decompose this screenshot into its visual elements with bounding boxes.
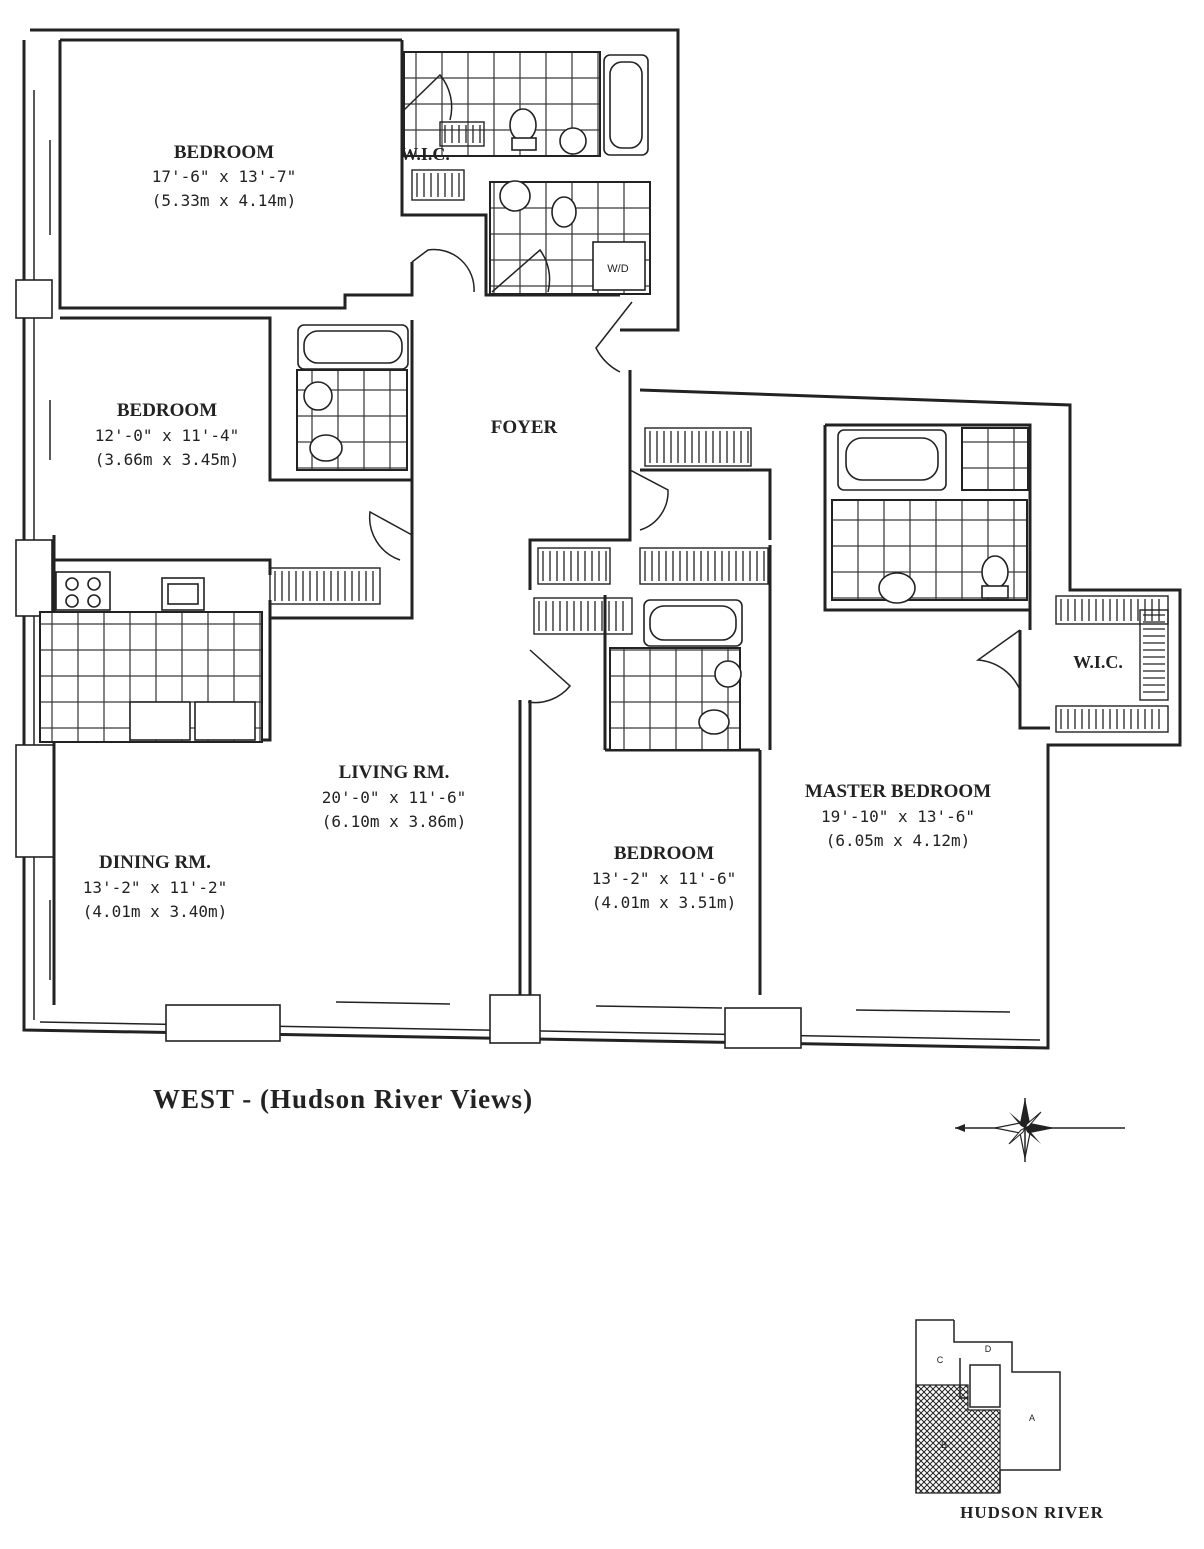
- room-bedroom-1: BEDROOM 17'-6" x 13'-7" (5.33m x 4.14m): [152, 142, 297, 210]
- room-living: LIVING RM. 20'-0" x 11'-6" (6.10m x 3.86…: [322, 762, 467, 831]
- room-dim-ft: 19'-10" x 13'-6": [821, 807, 975, 826]
- room-name: DINING RM.: [99, 852, 211, 873]
- exterior-walls: [15, 28, 1182, 1050]
- room-dim-m: (4.01m x 3.51m): [592, 893, 737, 912]
- room-bedroom-3: BEDROOM 13'-2" x 11'-6" (4.01m x 3.51m): [592, 843, 737, 912]
- wic-label: W.I.C.: [400, 144, 450, 164]
- key-unit-a: A: [1029, 1413, 1035, 1423]
- room-dim-ft: 20'-0" x 11'-6": [322, 788, 467, 807]
- room-name: BEDROOM: [614, 843, 714, 864]
- room-dim-m: (6.10m x 3.86m): [322, 812, 467, 831]
- room-dim-ft: 13'-2" x 11'-2": [83, 878, 228, 897]
- room-name: MASTER BEDROOM: [805, 781, 991, 802]
- fixtures: [55, 54, 1009, 741]
- view-caption: WEST - (Hudson River Views): [153, 1084, 533, 1114]
- room-name: FOYER: [491, 417, 558, 438]
- room-dim-m: (4.01m x 3.40m): [83, 902, 228, 921]
- room-master-bedroom: MASTER BEDROOM 19'-10" x 13'-6" (6.05m x…: [805, 781, 991, 850]
- room-bedroom-2: BEDROOM 12'-0" x 11'-4" (3.66m x 3.45m): [95, 400, 240, 469]
- key-unit-d: D: [985, 1344, 992, 1354]
- key-plan: C D A B HUDSON RIVER: [915, 1319, 1104, 1522]
- closets: [269, 121, 1169, 733]
- room-dining: DINING RM. 13'-2" x 11'-2" (4.01m x 3.40…: [83, 852, 228, 921]
- key-unit-b: B: [941, 1440, 947, 1450]
- room-name: BEDROOM: [117, 400, 217, 421]
- wic-label: W.I.C.: [1073, 652, 1123, 672]
- room-name: LIVING RM.: [339, 762, 450, 783]
- room-dim-ft: 17'-6" x 13'-7": [152, 167, 297, 186]
- room-dim-m: (6.05m x 4.12m): [826, 831, 971, 850]
- washer-dryer-label: W/D: [607, 263, 628, 275]
- key-plan-river-label: HUDSON RIVER: [960, 1503, 1104, 1522]
- room-foyer: FOYER: [491, 417, 558, 438]
- doors: [368, 73, 1021, 704]
- compass-rose-icon: [955, 1098, 1125, 1162]
- room-name: BEDROOM: [174, 142, 274, 163]
- room-dim-ft: 13'-2" x 11'-6": [592, 869, 737, 888]
- room-dim-m: (5.33m x 4.14m): [152, 191, 297, 210]
- room-dim-ft: 12'-0" x 11'-4": [95, 426, 240, 445]
- room-dim-m: (3.66m x 3.45m): [95, 450, 240, 469]
- key-unit-c: C: [937, 1355, 944, 1365]
